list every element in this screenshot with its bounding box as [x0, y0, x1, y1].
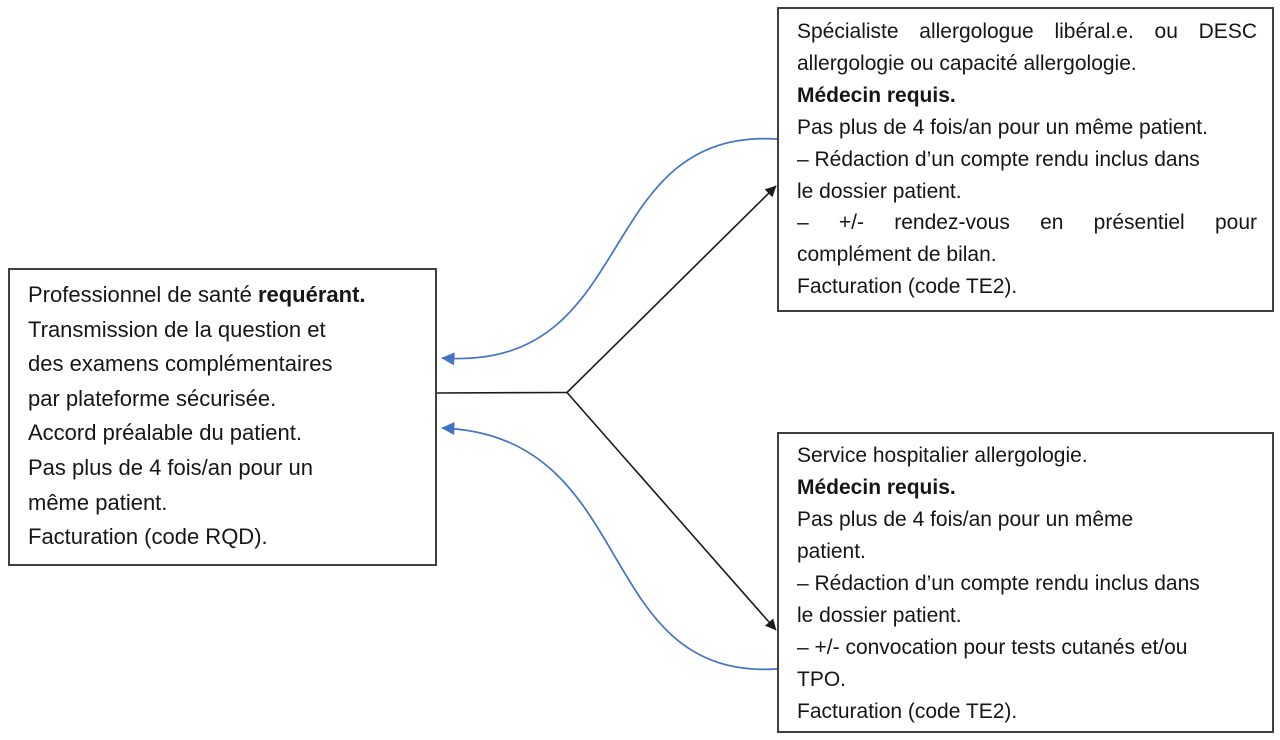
text-line: par plateforme sécurisée. — [28, 385, 277, 411]
text-line: Professionnel de santé requérant. — [28, 278, 427, 313]
text-line: Accord préalable du patient. — [28, 420, 302, 446]
black-arrow-to-specialist-icon — [566, 185, 777, 394]
requester-box: Professionnel de santé requérant. Transm… — [8, 268, 437, 566]
hospital-box: Service hospitalier allergologie. Médeci… — [777, 432, 1274, 733]
text-line: Pas plus de 4 fois/an pour un même — [797, 508, 1134, 531]
blue-return-arrow-from-hospital-icon — [441, 422, 778, 671]
requester-intro: Professionnel de santé — [28, 282, 258, 307]
black-arrow-to-hospital-icon — [566, 391, 777, 631]
black-connector-horizontal — [436, 391, 568, 394]
text-line: patient. — [797, 540, 866, 563]
text-line: Facturation (code TE2). — [797, 700, 1018, 723]
specialist-box: Spécialiste allergologue libéral.e. ou D… — [777, 7, 1274, 312]
text-line: Médecin requis. — [797, 476, 956, 499]
requester-role-bold: requérant. — [257, 282, 366, 307]
text-line: Spécialiste allergologue libéral.e. ou D… — [797, 20, 1257, 43]
text-line: Transmission de la question et — [28, 316, 326, 342]
text-line: Pas plus de 4 fois/an pour un — [28, 454, 313, 480]
text-line: des examens complémentaires — [28, 351, 333, 377]
text-line: complément de bilan. — [797, 243, 997, 267]
blue-return-arrow-from-specialist-icon — [441, 137, 778, 366]
text-line: – Rédaction d’un compte rendu inclus dan… — [797, 147, 1200, 171]
text-line: le dossier patient. — [797, 604, 962, 627]
text-line: Facturation (code TE2). — [797, 275, 1018, 299]
text-line: – Rédaction d’un compte rendu inclus dan… — [797, 572, 1200, 595]
text-line: TPO. — [797, 668, 847, 691]
text-line: même patient. — [28, 489, 168, 515]
text-line: Facturation (code RQD). — [28, 524, 268, 550]
text-line: Service hospitalier allergologie. — [797, 444, 1088, 467]
text-line: le dossier patient. — [797, 179, 962, 203]
text-line: allergologie ou capacité allergologie. — [797, 51, 1137, 75]
text-line: Pas plus de 4 fois/an pour un même patie… — [797, 115, 1208, 139]
text-line: – +/- convocation pour tests cutanés et/… — [797, 636, 1188, 659]
text-line: – +/- rendez-vous en présentiel pour — [797, 211, 1257, 235]
text-line: Médecin requis. — [797, 83, 956, 107]
